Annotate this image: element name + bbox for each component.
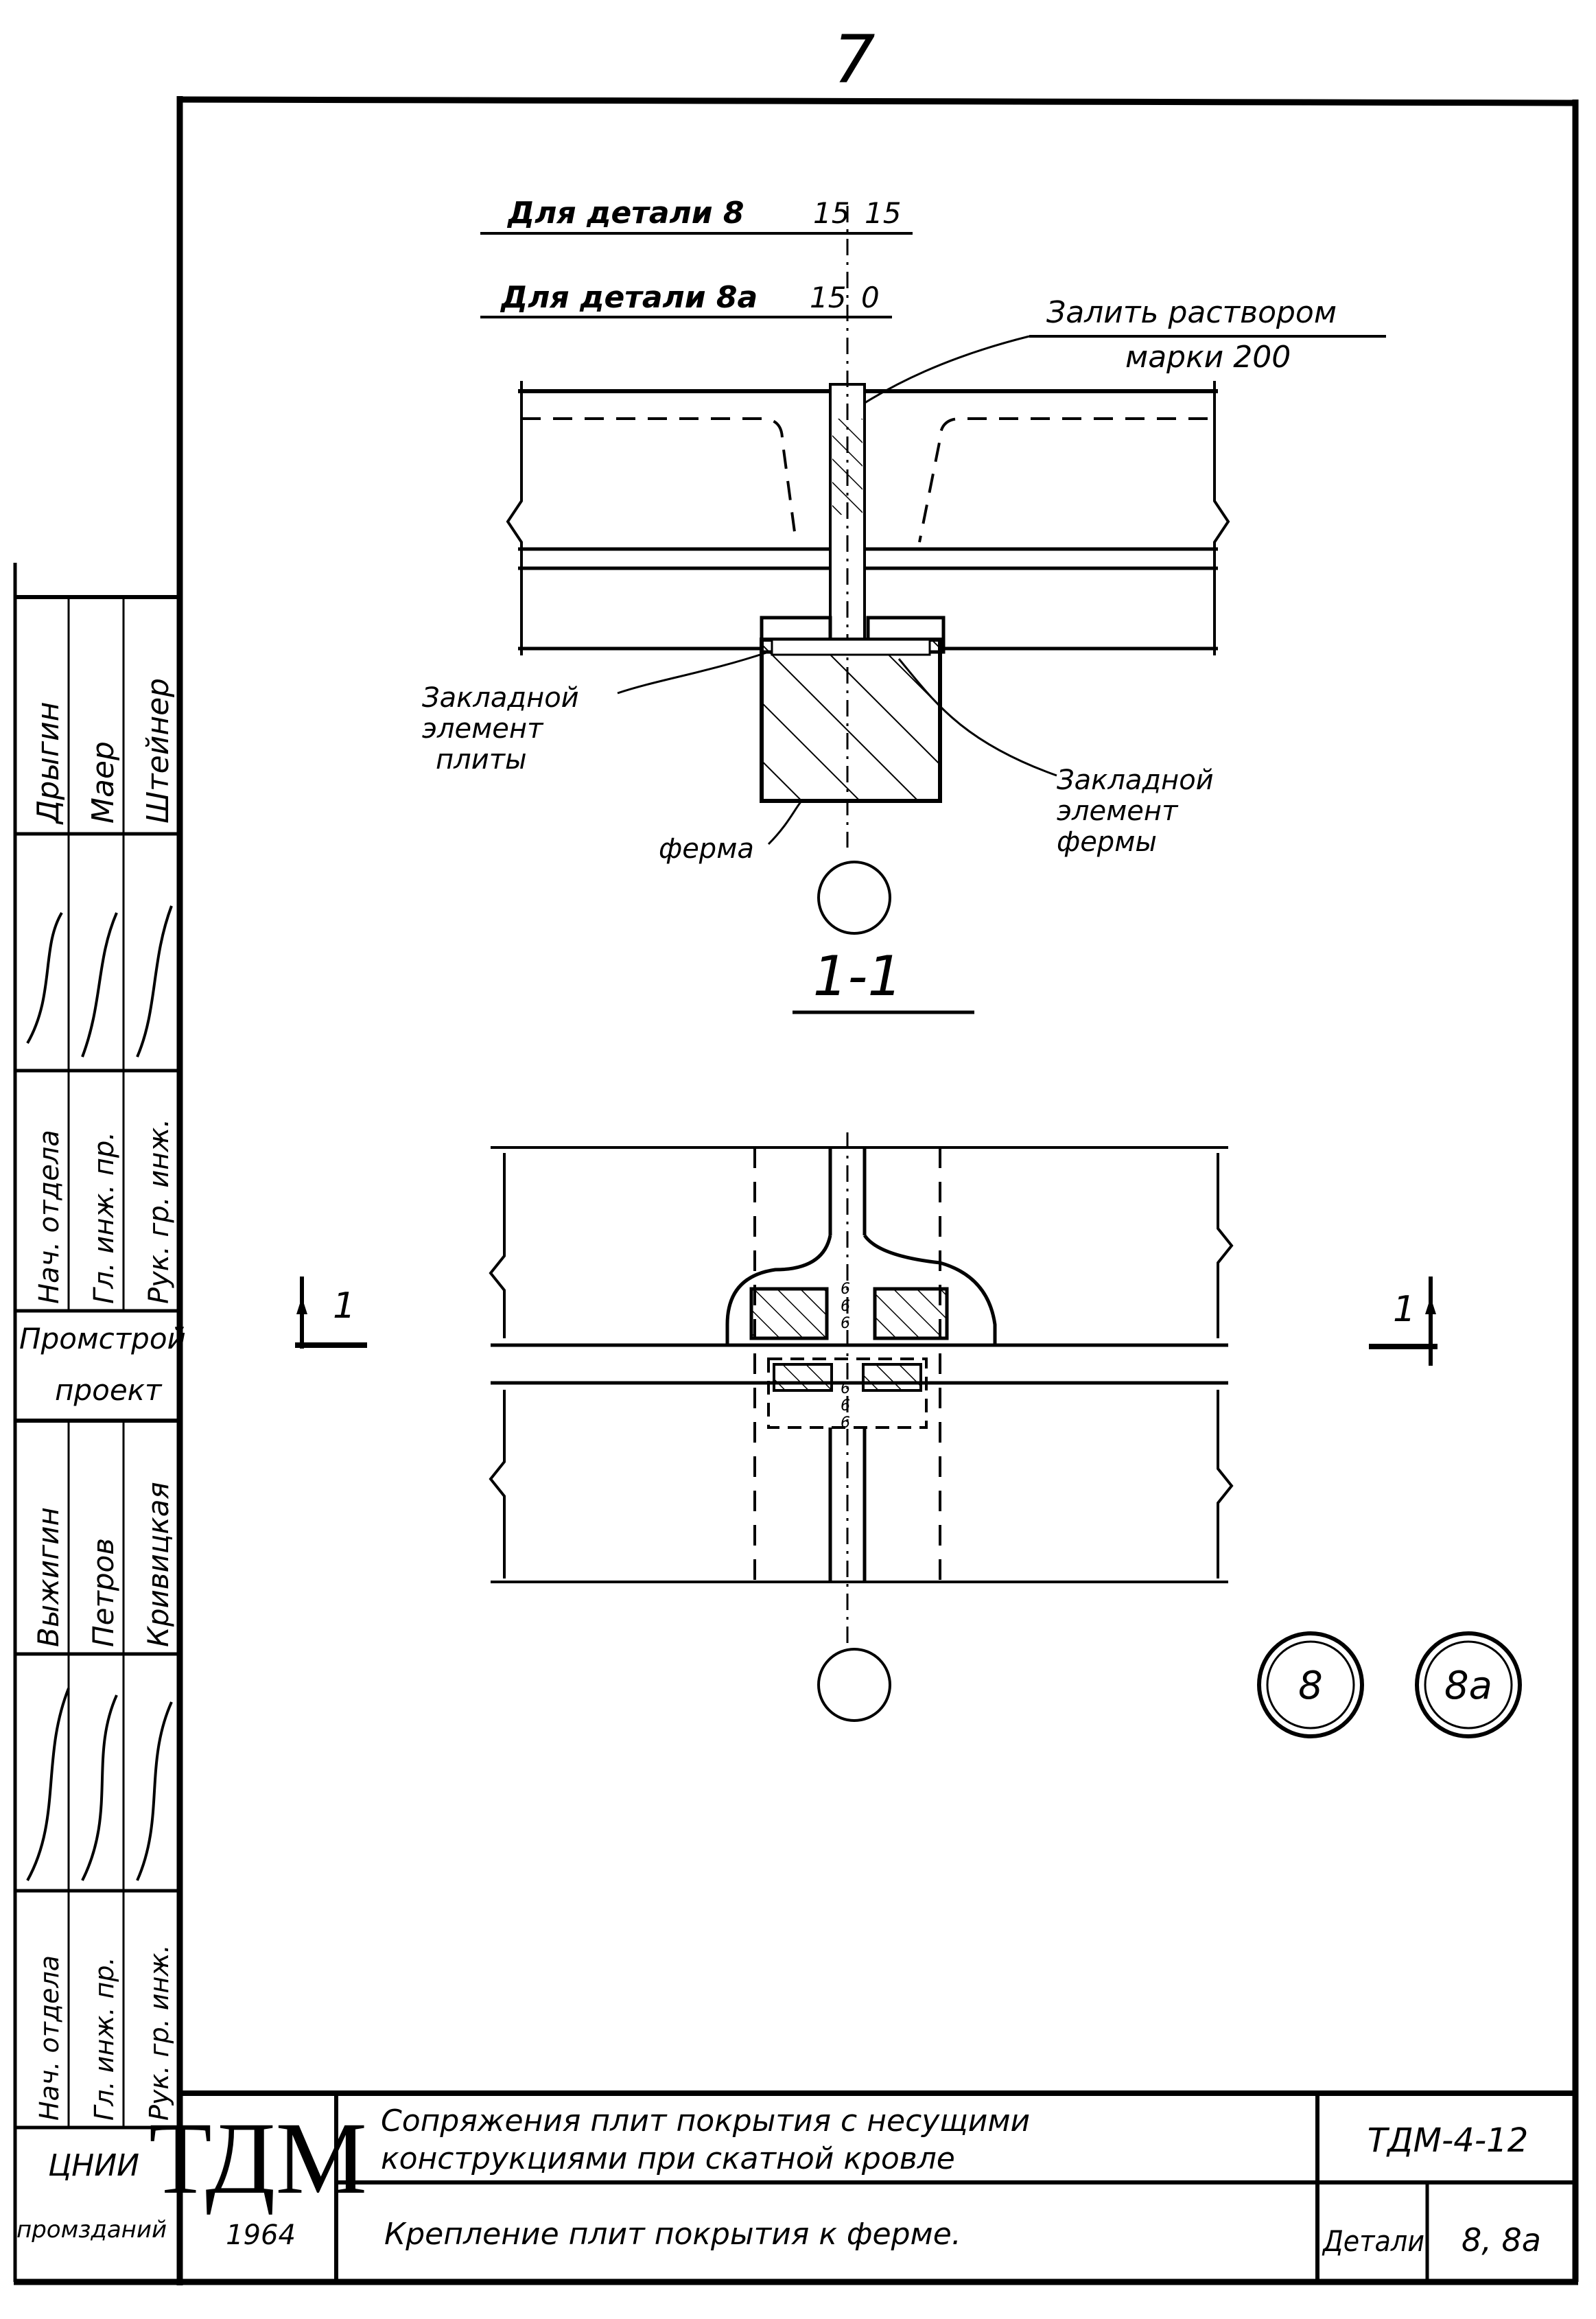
svg-text:ЦНИИ: ЦНИИ — [48, 2148, 139, 2183]
svg-text:Рук. гр. инж.: Рук. гр. инж. — [144, 1944, 174, 2121]
side-stamp: Дрыгин Маер Штейнер Нач. отдела Гл. инж.… — [13, 563, 186, 2282]
section-cut-right: 1 — [1369, 1277, 1437, 1366]
dim-row-1-right: 15 — [865, 196, 901, 230]
section-view: Для детали 8 15 15 Для детали 8а 15 0 За… — [422, 196, 1386, 1014]
page-number: 7 — [833, 21, 875, 98]
sheet-frame — [14, 96, 1579, 2285]
svg-text:Нач. отдела: Нач. отдела — [34, 1955, 64, 2121]
svg-text:Гл. инж. пр.: Гл. инж. пр. — [89, 1132, 120, 1304]
svg-text:Кривицкая: Кривицкая — [141, 1482, 175, 1647]
title-block: ТДМ 1964 Сопряжения плит покрытия с несу… — [149, 2090, 1575, 2282]
svg-text:6: 6 — [841, 1315, 850, 1332]
dim-row-1-left: 15 — [813, 196, 849, 230]
svg-text:6: 6 — [841, 1281, 850, 1298]
svg-text:Дрыгин: Дрыгин — [31, 701, 66, 825]
title-line2: конструкциями при скатной кровле — [381, 2141, 955, 2176]
series-code: ТДМ-4-12 — [1368, 2121, 1529, 2160]
svg-text:Гл. инж. пр.: Гл. инж. пр. — [89, 1957, 119, 2121]
section-title: 1-1 — [813, 944, 903, 1008]
embed-plate-slab-label: Закладной элемент плиты — [422, 682, 579, 776]
subtitle: Крепление плит покрытия к ферме. — [384, 2217, 961, 2252]
svg-text:8: 8 — [1298, 1664, 1323, 1708]
svg-text:Штейнер: Штейнер — [141, 678, 176, 824]
svg-text:6: 6 — [841, 1397, 850, 1414]
dim-row-2-right: 0 — [861, 281, 880, 314]
section-cut-left: 1 — [295, 1277, 367, 1349]
svg-text:элемент: элемент — [1057, 795, 1179, 827]
detail-mark-8a: 8а — [1415, 1631, 1522, 1738]
plan-view: 6 6 6 6 6 6 1 1 — [295, 1132, 1437, 1722]
svg-text:Нач. отдела: Нач. отдела — [34, 1130, 65, 1304]
plan-node-weld-labels: 6 6 6 6 6 6 — [841, 1281, 850, 1432]
svg-text:1: 1 — [1393, 1289, 1416, 1330]
svg-text:проект: проект — [55, 1373, 163, 1407]
dim-row-1-label: Для детали 8 — [506, 196, 744, 231]
year: 1964 — [226, 2219, 296, 2251]
dim-row-2-left: 15 — [810, 281, 846, 314]
svg-text:6: 6 — [841, 1380, 850, 1397]
detail-label: Детали — [1322, 2224, 1424, 2258]
detail-mark-8: 8 — [1257, 1631, 1364, 1738]
title-line1: Сопряжения плит покрытия с несущими — [381, 2104, 1030, 2139]
svg-text:6: 6 — [841, 1414, 850, 1432]
svg-text:элемент: элемент — [422, 713, 544, 745]
embed-plate-truss-label: Закладной элемент фермы — [1057, 765, 1214, 858]
svg-text:промзданий: промзданий — [16, 2216, 167, 2244]
svg-text:8а: 8а — [1444, 1664, 1492, 1708]
fill-note-line1: Залить раствором — [1046, 295, 1337, 330]
svg-text:Петров: Петров — [86, 1538, 120, 1647]
logo: ТДМ — [149, 2101, 367, 2215]
svg-text:Закладной: Закладной — [422, 682, 579, 714]
svg-text:Выжигин: Выжигин — [32, 1507, 65, 1647]
detail-numbers: 8, 8а — [1462, 2222, 1541, 2259]
svg-text:плиты: плиты — [436, 744, 527, 776]
svg-text:Закладной: Закладной — [1057, 765, 1214, 796]
fill-note-line2: марки 200 — [1125, 340, 1291, 375]
truss-label: ферма — [659, 833, 754, 865]
svg-text:Рук. гр. инж.: Рук. гр. инж. — [143, 1119, 175, 1304]
svg-text:фермы: фермы — [1057, 826, 1157, 858]
svg-text:1: 1 — [333, 1285, 355, 1327]
svg-text:6: 6 — [841, 1298, 850, 1315]
svg-text:Маер: Маер — [86, 741, 121, 824]
dim-row-2-label: Для детали 8а — [500, 280, 758, 315]
svg-text:Промстрой: Промстрой — [19, 1322, 186, 1355]
